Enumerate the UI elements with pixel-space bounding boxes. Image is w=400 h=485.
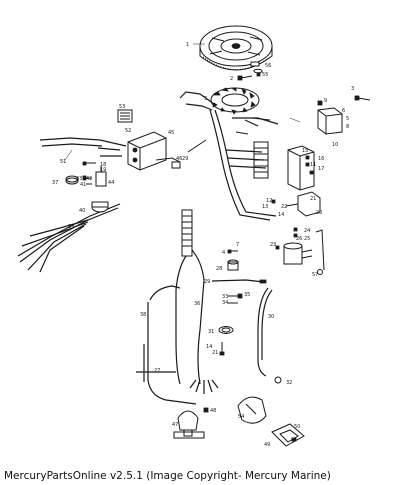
flywheel — [199, 25, 273, 71]
flywheel-nut — [250, 61, 263, 77]
callout-1: 1 — [186, 42, 189, 48]
callout-53: 53 — [119, 104, 125, 110]
callout-43: 43 — [76, 176, 82, 182]
callout-55: 55 — [262, 72, 268, 78]
callout-6: 6 — [342, 108, 345, 114]
callout-18: 18 — [100, 162, 106, 168]
callout-19: 19 — [100, 167, 106, 173]
callout-29: 29 — [182, 156, 188, 162]
ignition-coil — [91, 201, 109, 213]
callout-14b: 14 — [206, 344, 212, 350]
callout-34: 34 — [222, 300, 228, 306]
choke-solenoid — [237, 396, 267, 424]
callout-37: 37 — [52, 180, 58, 186]
callout-39: 39 — [68, 224, 74, 230]
callout-36: 36 — [194, 301, 200, 307]
fuse-holder — [227, 259, 239, 271]
callout-9: 9 — [324, 98, 327, 104]
terminal-block — [287, 145, 315, 191]
callout-44: 44 — [108, 180, 114, 186]
callout-33: 33 — [222, 294, 228, 300]
callout-7: 7 — [236, 242, 239, 248]
callout-35: 35 — [244, 292, 250, 298]
solenoid — [283, 242, 313, 265]
grommet — [65, 175, 79, 185]
callout-30: 30 — [268, 314, 274, 320]
callout-29b: 29 — [204, 279, 210, 285]
callout-40: 40 — [79, 208, 85, 214]
callout-2: 2 — [230, 76, 233, 82]
callout-23: 23 — [270, 242, 276, 248]
ignition-key-switch — [173, 410, 205, 439]
callout-28: 28 — [216, 266, 222, 272]
callout-4: 4 — [222, 250, 225, 256]
regulator — [317, 100, 343, 135]
callout-56: 56 — [265, 63, 271, 69]
callout-45: 45 — [168, 130, 174, 136]
callout-57: 57 — [312, 272, 318, 278]
callout-47: 47 — [172, 422, 178, 428]
callout-16: 16 — [318, 156, 324, 162]
lower-harness — [136, 209, 205, 405]
diagram-drawing: 1 56 55 2 3 3 45 53 — [17, 25, 371, 448]
clamp — [218, 326, 234, 334]
condenser — [95, 166, 107, 187]
callout-12: 12 — [266, 198, 272, 204]
callout-49: 49 — [264, 442, 270, 448]
wire-fanout — [17, 203, 121, 273]
callout-15: 15 — [302, 148, 308, 154]
callout-52: 52 — [125, 128, 131, 134]
stator — [210, 87, 260, 115]
callout-42: 42 — [86, 176, 92, 182]
callout-54: 54 — [238, 414, 244, 420]
callout-5: 5 — [346, 116, 349, 122]
exploded-parts-diagram: 1 56 55 2 3 3 45 53 — [17, 25, 371, 448]
callout-50: 50 — [294, 424, 300, 430]
callout-48: 48 — [210, 408, 216, 414]
callout-31: 31 — [208, 329, 214, 335]
callout-51: 51 — [60, 159, 66, 165]
callout-24: 24 — [304, 228, 310, 234]
callout-27: 27 — [154, 368, 160, 374]
callout-38: 38 — [140, 312, 146, 318]
callout-13: 13 — [262, 204, 268, 210]
callout-21: 21 — [310, 196, 316, 202]
callout-17: 17 — [318, 166, 324, 172]
callout-20: 20 — [316, 210, 322, 216]
callout-25: 25 — [304, 236, 310, 242]
callout-3: 3 — [204, 96, 207, 102]
callout-10: 10 — [332, 142, 338, 148]
callout-11: 11 — [310, 162, 316, 168]
starter-solenoid — [297, 191, 321, 217]
callout-8: 8 — [346, 124, 349, 130]
callout-3b: 3 — [351, 86, 354, 92]
callout-22: 22 — [281, 204, 287, 210]
rectifier-stack — [253, 141, 269, 179]
switch-box — [127, 131, 167, 171]
callout-32: 32 — [286, 380, 292, 386]
callout-26: 26 — [296, 236, 302, 242]
callout-46: 46 — [176, 156, 182, 162]
image-caption: MercuryPartsOnline v2.5.1 (Image Copyrig… — [4, 470, 331, 482]
mounting-plate — [271, 423, 305, 447]
callout-21b: 21 — [212, 350, 218, 356]
callout-14: 14 — [278, 212, 284, 218]
decal-plate — [117, 109, 133, 123]
callout-41: 41 — [80, 182, 86, 188]
